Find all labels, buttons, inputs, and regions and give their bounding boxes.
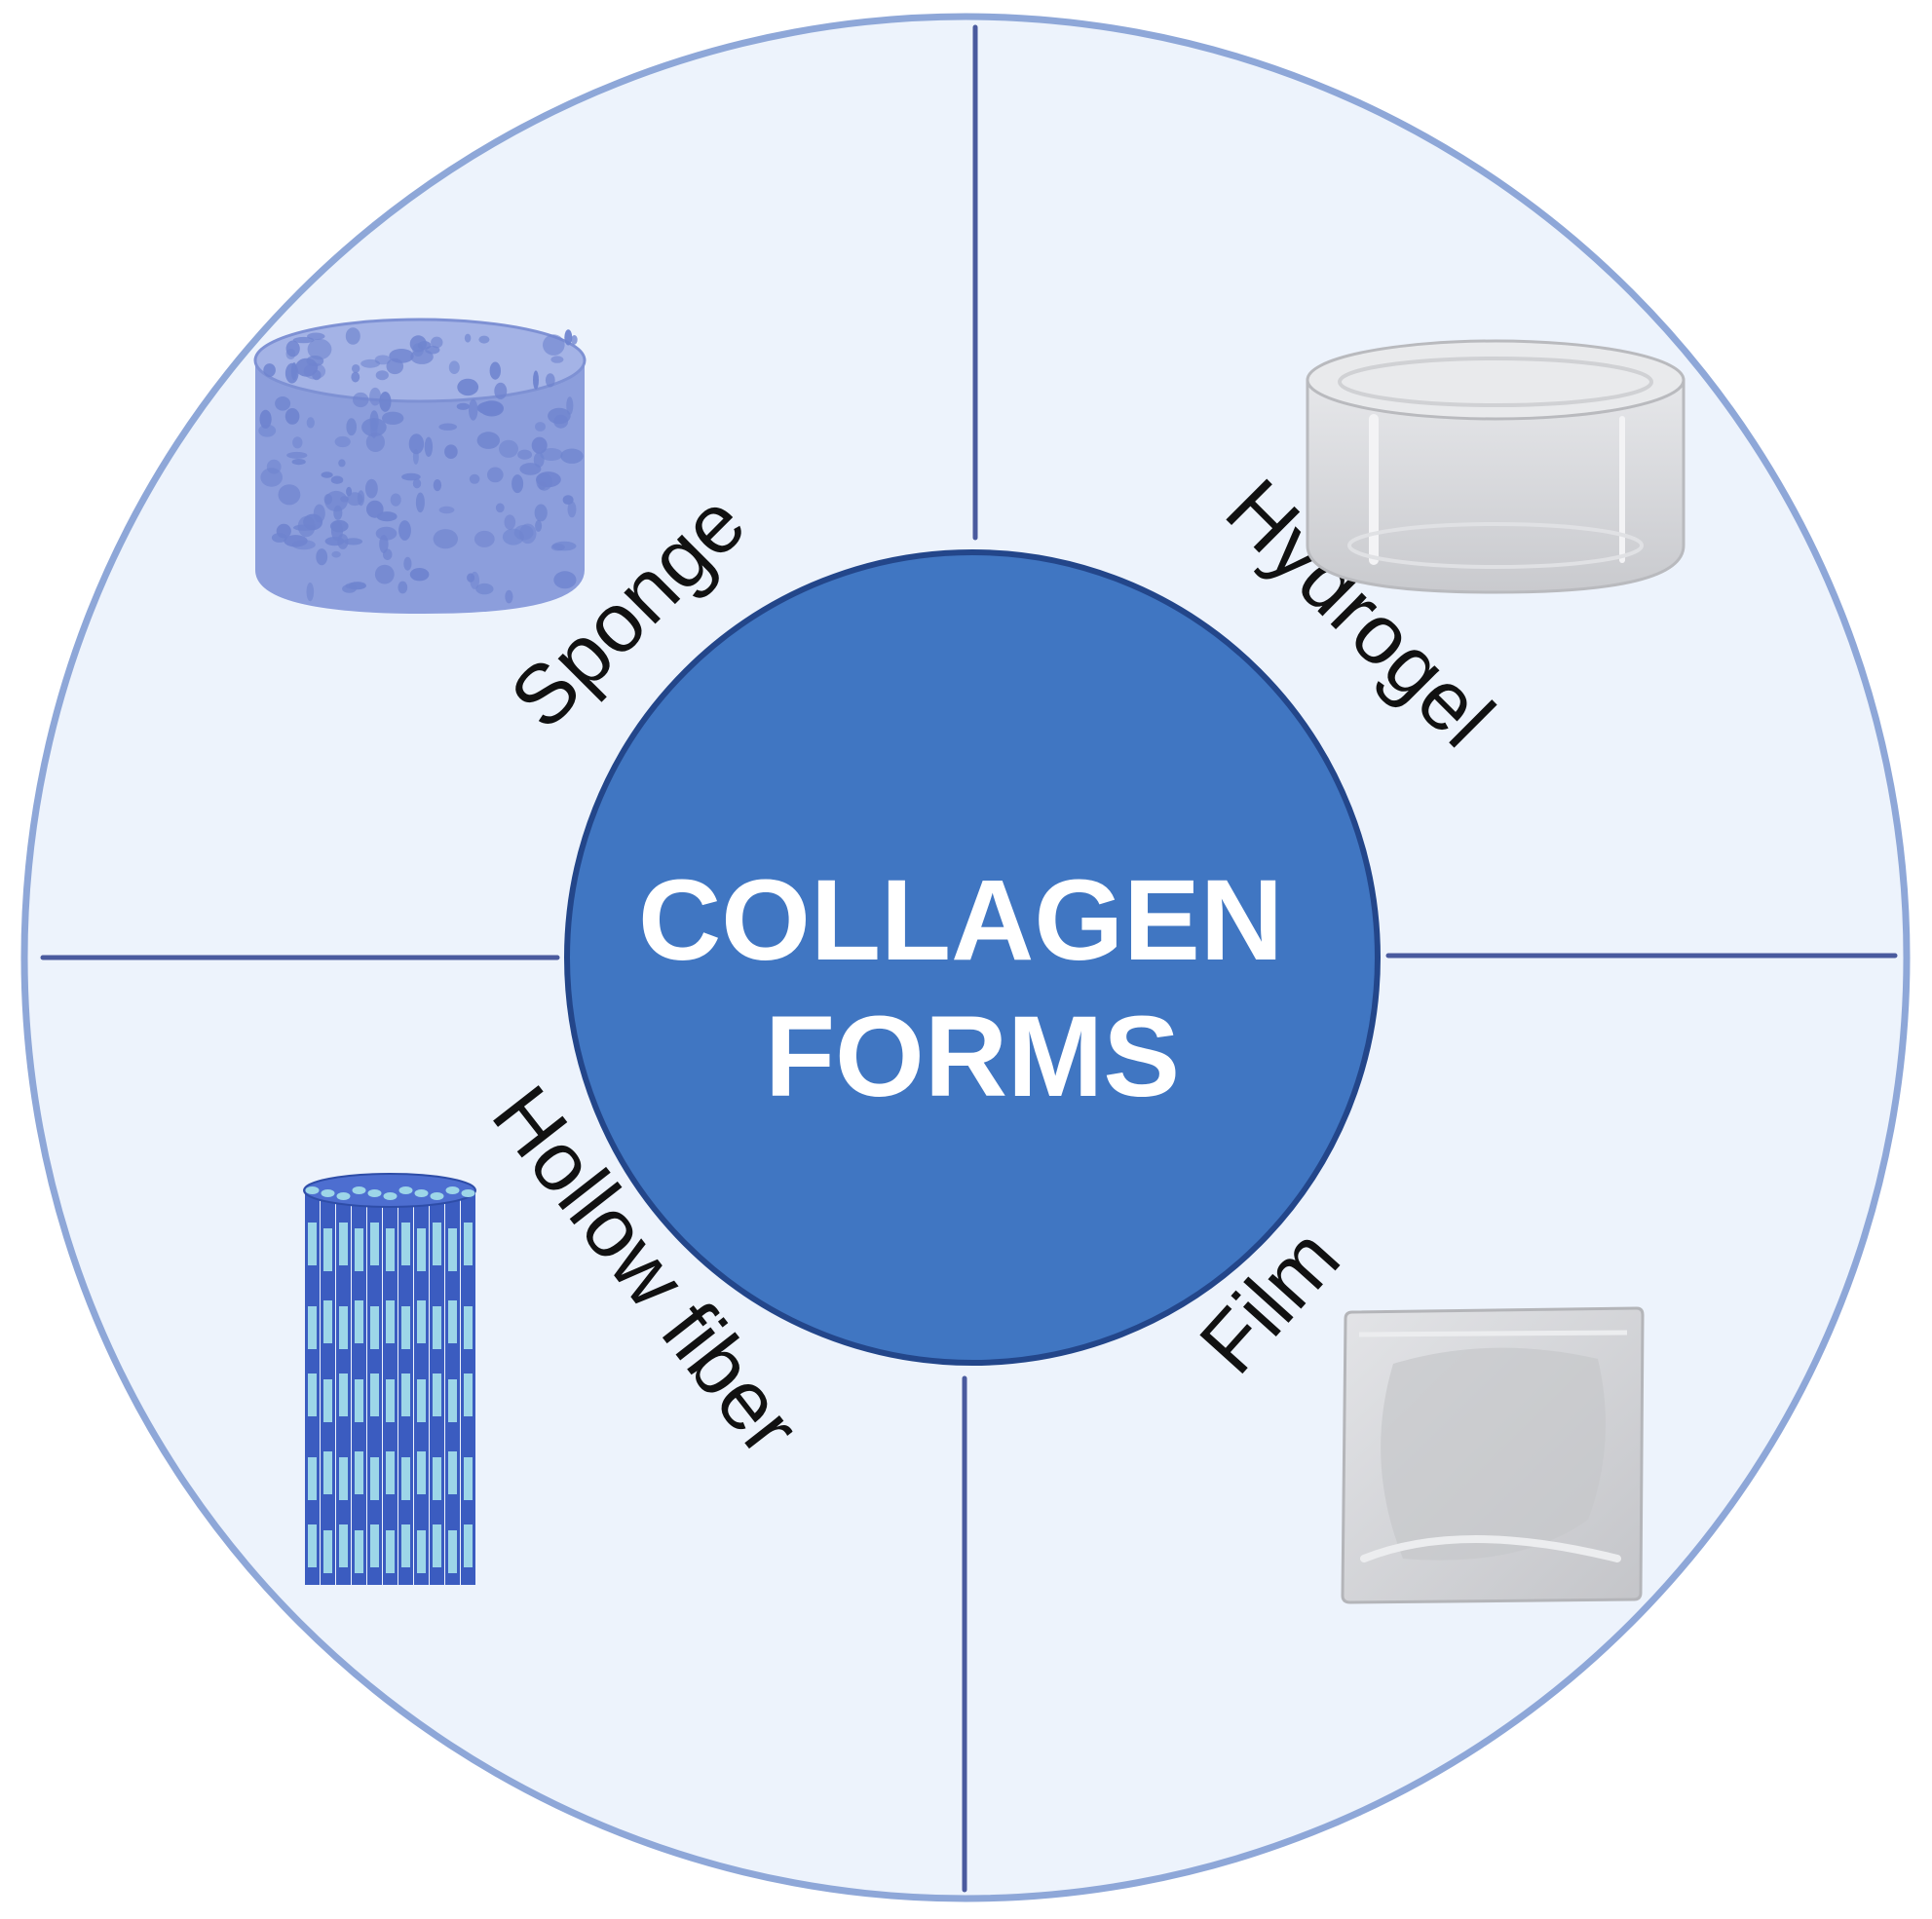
sponge-icon: [253, 318, 587, 614]
center-hub: COLLAGEN FORMS: [564, 549, 1381, 1366]
film-icon: [1341, 1306, 1645, 1604]
center-circle: [564, 549, 1381, 1366]
quadrant-dividers: [40, 24, 1898, 1893]
hollow-fiber-icon: [303, 1173, 476, 1585]
center-title-line2: FORMS: [765, 993, 1180, 1121]
center-title-line1: COLLAGEN: [638, 856, 1283, 985]
hydrogel-icon: [1306, 339, 1686, 594]
